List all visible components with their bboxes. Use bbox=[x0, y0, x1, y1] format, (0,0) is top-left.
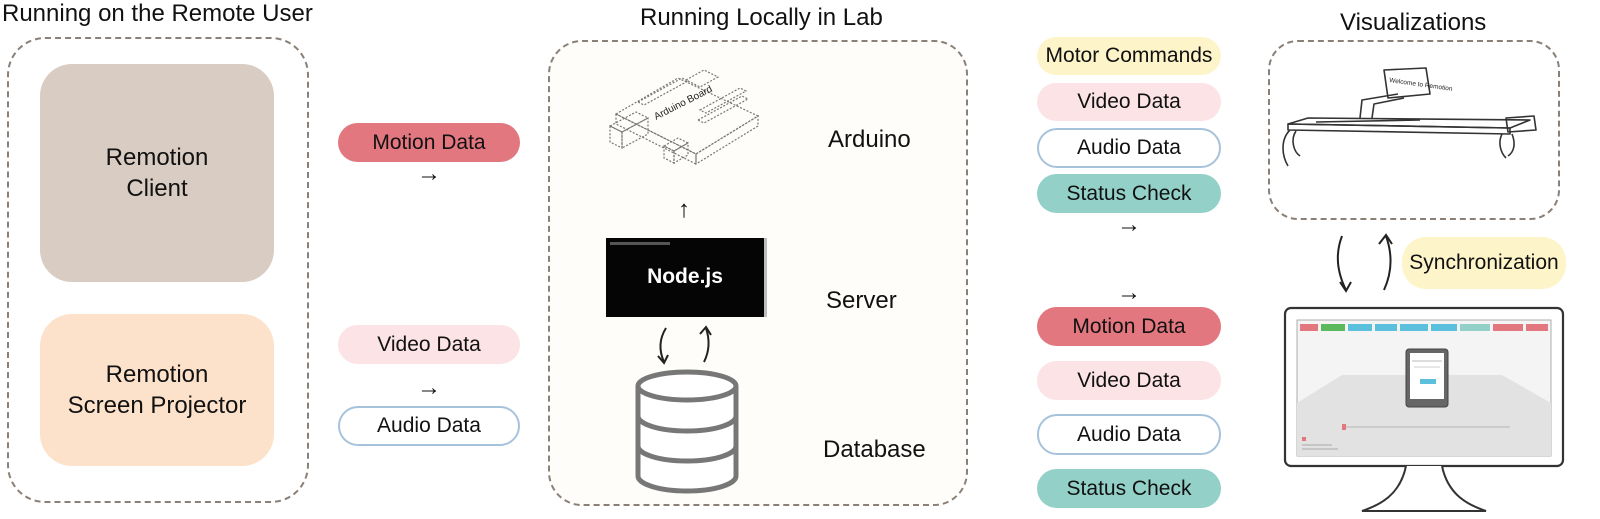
remote-user-panel bbox=[7, 37, 309, 503]
audio-data-pill-top: Audio Data bbox=[1037, 128, 1221, 168]
video-audio-arrow-icon: → bbox=[417, 374, 441, 401]
robot-visualization-panel bbox=[1268, 40, 1560, 220]
video-data-pill-bottom: Video Data bbox=[1037, 361, 1221, 400]
visualizations-title: Visualizations bbox=[1340, 9, 1487, 36]
remote-section-title: Running on the Remote User bbox=[2, 0, 313, 27]
arduino-board-illustration: Arduino Board bbox=[608, 69, 760, 166]
motion-data-pill-right: Motion Data bbox=[1037, 307, 1221, 346]
motion-arrow-icon: → bbox=[417, 160, 441, 187]
right-top-arrow-icon: → bbox=[1117, 211, 1141, 238]
nodejs-text: Node.js bbox=[647, 265, 723, 288]
server-database-sync-icon bbox=[657, 325, 712, 365]
database-label: Database bbox=[823, 436, 926, 463]
database-icon bbox=[635, 369, 739, 494]
server-label: Server bbox=[826, 287, 897, 314]
terminal-text-lines bbox=[610, 242, 670, 245]
robot-device-illustration: Welcome to Remotion bbox=[1282, 67, 1537, 167]
monitor-with-web-interface bbox=[1283, 306, 1565, 512]
video-data-pill: Video Data bbox=[338, 325, 520, 364]
arduino-label: Arduino bbox=[828, 126, 911, 153]
motor-commands-pill: Motor Commands bbox=[1037, 37, 1221, 75]
synchronization-pill: Synchronization bbox=[1402, 237, 1566, 289]
video-data-pill-top: Video Data bbox=[1037, 83, 1221, 121]
lab-section-title: Running Locally in Lab bbox=[640, 4, 883, 31]
audio-data-pill: Audio Data bbox=[338, 406, 520, 446]
status-check-pill-top: Status Check bbox=[1037, 174, 1221, 213]
visualization-sync-icon bbox=[1336, 233, 1393, 293]
remotion-client-box: Remotion Client bbox=[40, 64, 274, 282]
server-to-arduino-arrow-icon: ↑ bbox=[678, 196, 690, 223]
right-bottom-arrow-icon: → bbox=[1117, 279, 1141, 306]
status-check-pill-bottom: Status Check bbox=[1037, 469, 1221, 508]
motion-data-pill: Motion Data bbox=[338, 123, 520, 162]
device-screen-text: Welcome to Remotion bbox=[1389, 77, 1454, 93]
remotion-screen-projector-box: Remotion Screen Projector bbox=[40, 314, 274, 466]
audio-data-pill-bottom: Audio Data bbox=[1037, 414, 1221, 455]
nodejs-terminal: Node.js bbox=[606, 238, 767, 317]
